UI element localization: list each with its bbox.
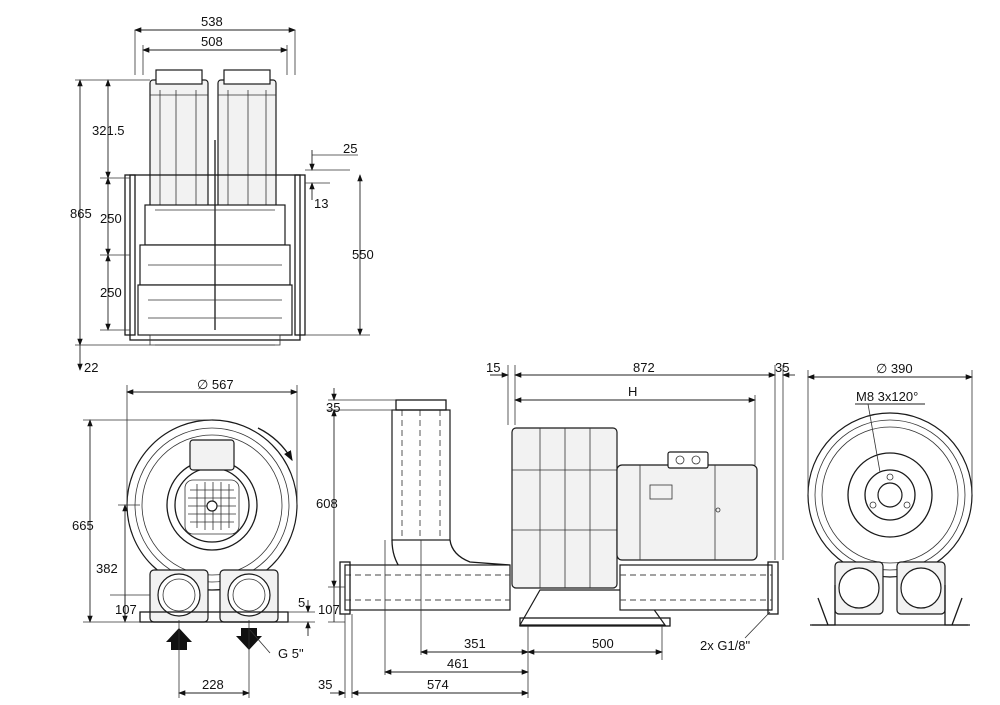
dim-107-side: 107 [318,602,340,617]
side-view: 15 872 35 H 35 608 107 351 500 [316,360,795,698]
dim-d390: ∅ 390 [876,361,913,376]
top-view: 538 508 865 321.5 250 250 22 25 13 [70,14,374,375]
dim-382: 382 [96,561,118,576]
dim-250-lower: 250 [100,285,122,300]
dim-228: 228 [202,677,224,692]
dim-865: 865 [70,206,92,221]
dim-574: 574 [427,677,449,692]
dim-13: 13 [314,196,328,211]
label-g5: G 5" [278,646,304,661]
dim-550: 550 [352,247,374,262]
dim-250-upper: 250 [100,211,122,226]
dim-538: 538 [201,14,223,29]
dim-872: 872 [633,360,655,375]
label-drain: 2x G1/8" [700,638,751,653]
dim-35-bottom: 35 [318,677,332,692]
dim-107-front: 107 [115,602,137,617]
dim-608: 608 [316,496,338,511]
dim-665: 665 [72,518,94,533]
dim-461: 461 [447,656,469,671]
rear-view: ∅ 390 M8 3x120° [807,361,973,626]
dim-22: 22 [84,360,98,375]
front-view: ∅ 567 665 382 107 5 G 5" 228 [72,377,315,698]
dim-25: 25 [343,141,357,156]
dim-500: 500 [592,636,614,651]
dim-321-5: 321.5 [92,123,125,138]
dim-351: 351 [464,636,486,651]
dim-35-right: 35 [775,360,789,375]
dim-508: 508 [201,34,223,49]
dim-15: 15 [486,360,500,375]
dim-d567: ∅ 567 [197,377,234,392]
dim-35-top: 35 [326,400,340,415]
label-m8: M8 3x120° [856,389,918,404]
dim-5: 5 [298,595,305,610]
dim-h: H [628,384,637,399]
